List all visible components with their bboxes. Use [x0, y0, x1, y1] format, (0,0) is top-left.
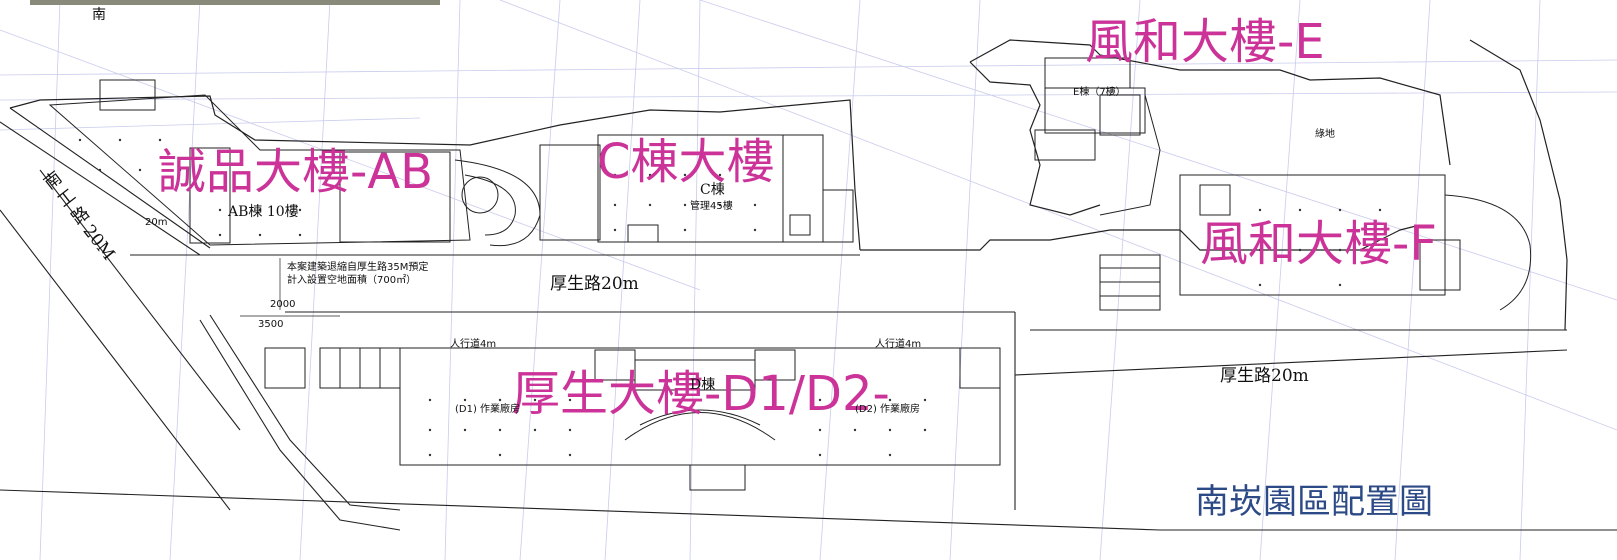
floor-label-d: D棟: [690, 377, 716, 393]
setback-note-line2: 計入設置空地面積（700㎡）: [287, 275, 417, 286]
dimension-2000: 2000: [270, 299, 296, 310]
dimension-20m: 20m: [145, 217, 168, 228]
map-title: 南崁園區配置圖: [1195, 482, 1433, 522]
road-label-housheng-main: 厚生路20m: [550, 274, 639, 294]
building-label-c: C棟大樓: [597, 134, 775, 190]
floor-label-e: E棟（7樓）: [1073, 87, 1126, 98]
floor-label-d2: (D2) 作業廠房: [855, 404, 921, 415]
building-label-ab: 誠品大樓-AB: [158, 144, 434, 200]
sidewalk-label-right: 人行道4m: [875, 339, 922, 350]
floor-label-ab: AB棟 10樓: [228, 204, 299, 220]
green-area-label: 綠地: [1315, 129, 1335, 140]
site-boundary: [9, 39, 1568, 331]
roads: [0, 107, 1617, 531]
building-d-outline: [264, 347, 1001, 491]
floor-label-c-sub: 管理45樓: [690, 201, 733, 212]
top-strip: [30, 0, 440, 5]
building-label-d: 厚生大樓-D1/D2-: [512, 366, 890, 422]
floor-label-c: C棟: [700, 182, 725, 198]
building-ab-grid: [78, 138, 302, 237]
building-label-f: 風和大樓-F: [1200, 216, 1437, 272]
sidewalk-label-left: 人行道4m: [450, 339, 497, 350]
setback-note-line1: 本案建築退縮自厚生路35M預定: [287, 262, 429, 273]
building-f-grid: [1258, 208, 1382, 287]
floor-label-d1: (D1) 作業廠房: [455, 404, 521, 415]
dimension-3500: 3500: [258, 319, 284, 330]
building-f-outline: [1099, 174, 1532, 311]
building-label-e: 風和大樓-E: [1085, 14, 1325, 70]
road-label-housheng-east: 厚生路20m: [1220, 366, 1309, 386]
building-e-outline: [1034, 57, 1161, 216]
building-c-grid: [613, 173, 757, 232]
building-c-outline: [539, 134, 854, 243]
road-label-nan-top: 南: [92, 7, 106, 23]
building-d-grid: [428, 398, 927, 457]
